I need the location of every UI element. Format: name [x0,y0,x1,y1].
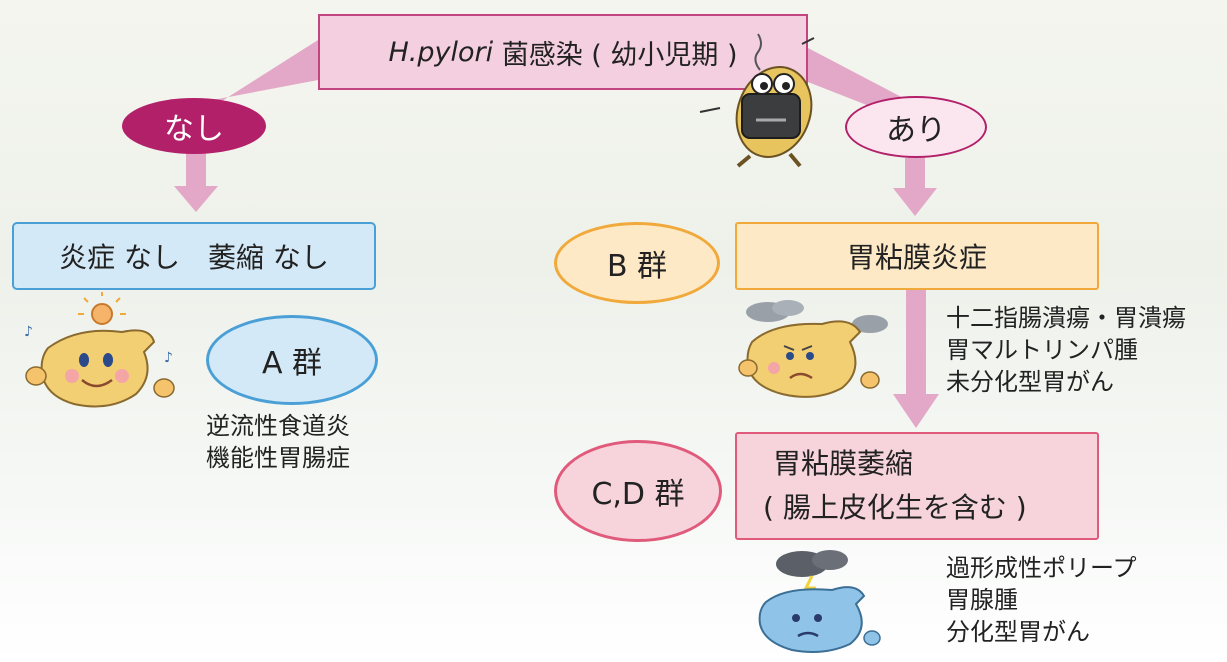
no-inflammation-text: 炎症 なし 萎縮 なし [59,241,329,274]
stormy-stomach-icon [758,550,881,653]
svg-text:♪: ♪ [24,324,33,340]
note-cd-1: 過形成性ポリープ [946,554,1137,582]
infection-box: H.pylori 菌感染 ( 幼小児期 ) [318,14,808,90]
arrow-head-long [893,394,939,428]
pylori-bacterium-icon [699,33,815,168]
note-b-1: 十二指腸潰瘍・胃潰瘍 [946,304,1186,332]
note-a-1: 逆流性食道炎 [206,412,350,440]
group-b-notes: 十二指腸潰瘍・胃潰瘍 胃マルトリンパ腫 未分化型胃がん [946,302,1186,398]
svg-text:♪: ♪ [164,350,173,366]
arrow-head-left [174,186,218,212]
worried-stomach-icon [738,300,888,398]
infection-text: 菌感染 ( 幼小児期 ) [493,39,738,71]
group-a-label: A 群 [261,346,323,381]
group-b-label: B 群 [606,249,668,284]
branch-no-label: なし [164,112,224,147]
group-cd-pill: C,D 群 [554,440,722,542]
group-cd-notes: 過形成性ポリープ 胃腺腫 分化型胃がん [946,552,1137,648]
note-b-3: 未分化型胃がん [946,368,1114,396]
group-a-pill: A 群 [206,315,378,405]
gastric-atrophy-line1: 胃粘膜萎縮 [773,447,914,480]
arrow-head-right [893,188,937,216]
no-inflammation-box: 炎症 なし 萎縮 なし [12,222,376,290]
arrow-shaft-left [186,150,206,188]
happy-stomach-icon: ♪ ♪ [24,292,175,408]
group-a-notes: 逆流性食道炎 機能性胃腸症 [206,410,350,474]
arrow-shaft-long [906,290,926,396]
note-b-2: 胃マルトリンパ腫 [946,336,1138,364]
note-cd-2: 胃腺腫 [946,586,1018,614]
arrow-shaft-right [905,158,925,190]
infection-italic: H.pylori [388,36,494,68]
group-b-pill: B 群 [554,222,720,304]
gastric-inflammation-text: 胃粘膜炎症 [846,241,987,274]
branch-yes-label: あり [886,113,946,148]
group-cd-label: C,D 群 [591,477,685,512]
note-cd-3: 分化型胃がん [946,618,1090,646]
branch-yes-pill: あり [845,96,987,158]
gastric-inflammation-box: 胃粘膜炎症 [735,222,1099,290]
gastric-atrophy-line2: ( 腸上皮化生を含む ) [763,491,1027,524]
branch-no-pill: なし [122,98,266,154]
gastric-atrophy-box: 胃粘膜萎縮 ( 腸上皮化生を含む ) [735,432,1099,540]
note-a-2: 機能性胃腸症 [206,444,350,472]
